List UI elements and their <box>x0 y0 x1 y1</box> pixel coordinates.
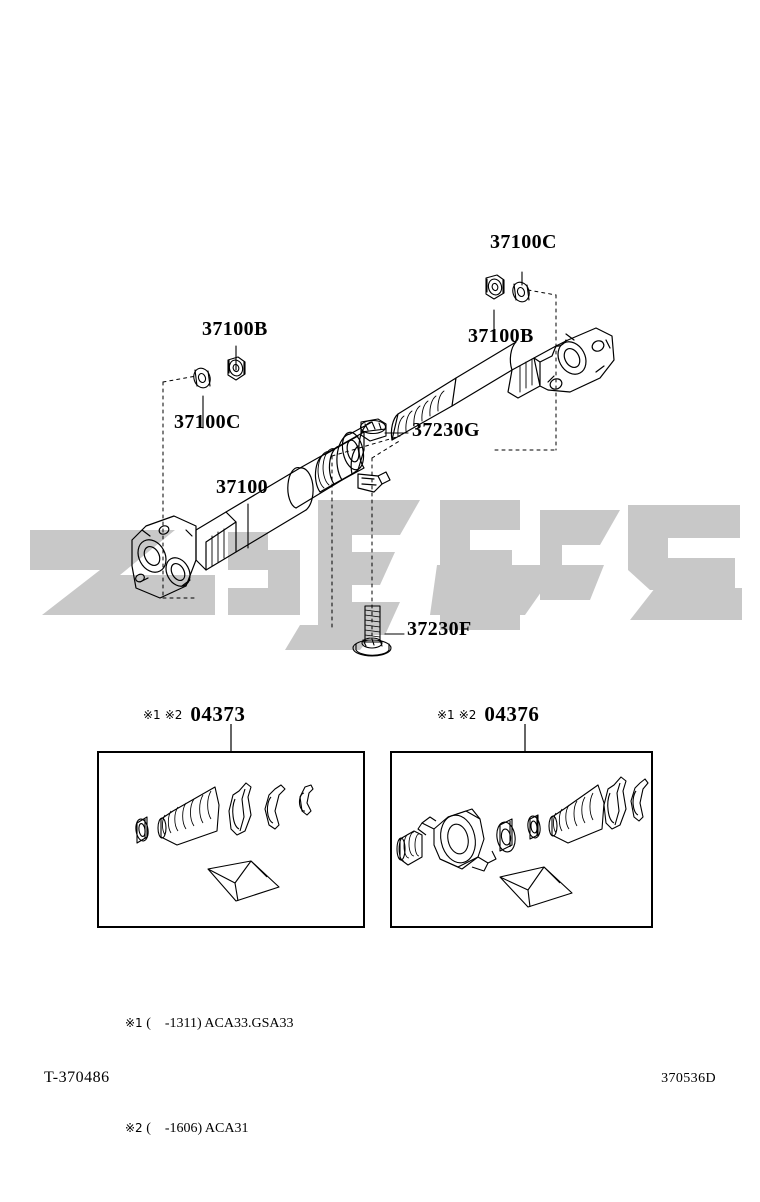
parts-diagram-page: 37100B 37100C 37100C 37100B 37100 37230G… <box>0 200 760 1136</box>
label-37100C-left: 37100C <box>174 411 241 433</box>
footnote-2-text: ( -1606) ACA31 <box>142 1121 249 1136</box>
kit-left-code: 04373 <box>190 702 246 726</box>
kit-left-caption: ※1 ※2 04373 <box>143 702 245 727</box>
footnote-1-text: ( -1311) ACA33.GSA33 <box>142 1016 294 1031</box>
figure-code: 370536D <box>661 1071 716 1086</box>
kit-right-grease-packet <box>499 866 573 908</box>
washer-37100C-right-drawing <box>512 281 530 303</box>
kit-left-clip-small <box>298 784 314 816</box>
kit-left-clamp-medium <box>264 784 286 830</box>
kit-left-small-ring <box>135 816 149 844</box>
kit-caption-leaders <box>230 724 526 751</box>
washer-37100C-left-drawing <box>193 367 211 389</box>
label-37100C-right: 37100C <box>490 231 557 253</box>
footnote-2-mark: ※2 <box>125 1121 143 1135</box>
kit-panel-04376 <box>390 751 653 928</box>
bolt-37230F-drawing <box>352 605 392 657</box>
kit-right-ring-1 <box>496 818 516 853</box>
nut-37100B-left-drawing <box>227 356 246 381</box>
kit-left-clamp-large <box>228 782 252 836</box>
propeller-shaft-assembly-drawing <box>0 200 760 680</box>
footnote-1-mark: ※1 <box>125 1016 143 1030</box>
kit-right-center-bearing <box>417 808 497 872</box>
footnote-2: ※2 ( -1606) ACA31 <box>104 1097 293 1160</box>
kit-left-boot <box>157 786 220 846</box>
kit-right-ring-2 <box>527 814 541 840</box>
label-37100: 37100 <box>216 476 268 498</box>
kit-left-mark1: ※1 <box>143 708 161 722</box>
kit-right-mark2: ※2 <box>458 708 477 722</box>
footnote-1: ※1 ( -1311) ACA33.GSA33 <box>104 992 293 1055</box>
kit-right-spring <box>396 830 423 866</box>
label-37100B-right: 37100B <box>468 325 534 347</box>
kit-right-caption: ※1 ※2 04376 <box>437 702 539 727</box>
label-37230F: 37230F <box>407 618 472 640</box>
kit-left-grease-packet <box>207 860 280 902</box>
kit-right-code: 04376 <box>484 702 540 726</box>
label-37230G: 37230G <box>412 419 480 441</box>
footnote-list: ※1 ( -1311) ACA33.GSA33 ※2 ( -1606) ACA3… <box>104 950 293 1202</box>
label-37100B-left: 37100B <box>202 318 268 340</box>
propeller-shaft-37100-drawing <box>131 327 615 599</box>
kit-left-mark2: ※2 <box>164 708 183 722</box>
kit-right-clamp-large <box>603 776 627 830</box>
kit-right-mark1: ※1 <box>437 708 455 722</box>
nut-37100B-right-drawing <box>485 274 505 300</box>
kit-panel-04373 <box>97 751 365 928</box>
kit-right-clamp-medium <box>630 778 649 822</box>
drawing-code: T-370486 <box>44 1069 110 1086</box>
kit-right-boot <box>548 784 605 844</box>
